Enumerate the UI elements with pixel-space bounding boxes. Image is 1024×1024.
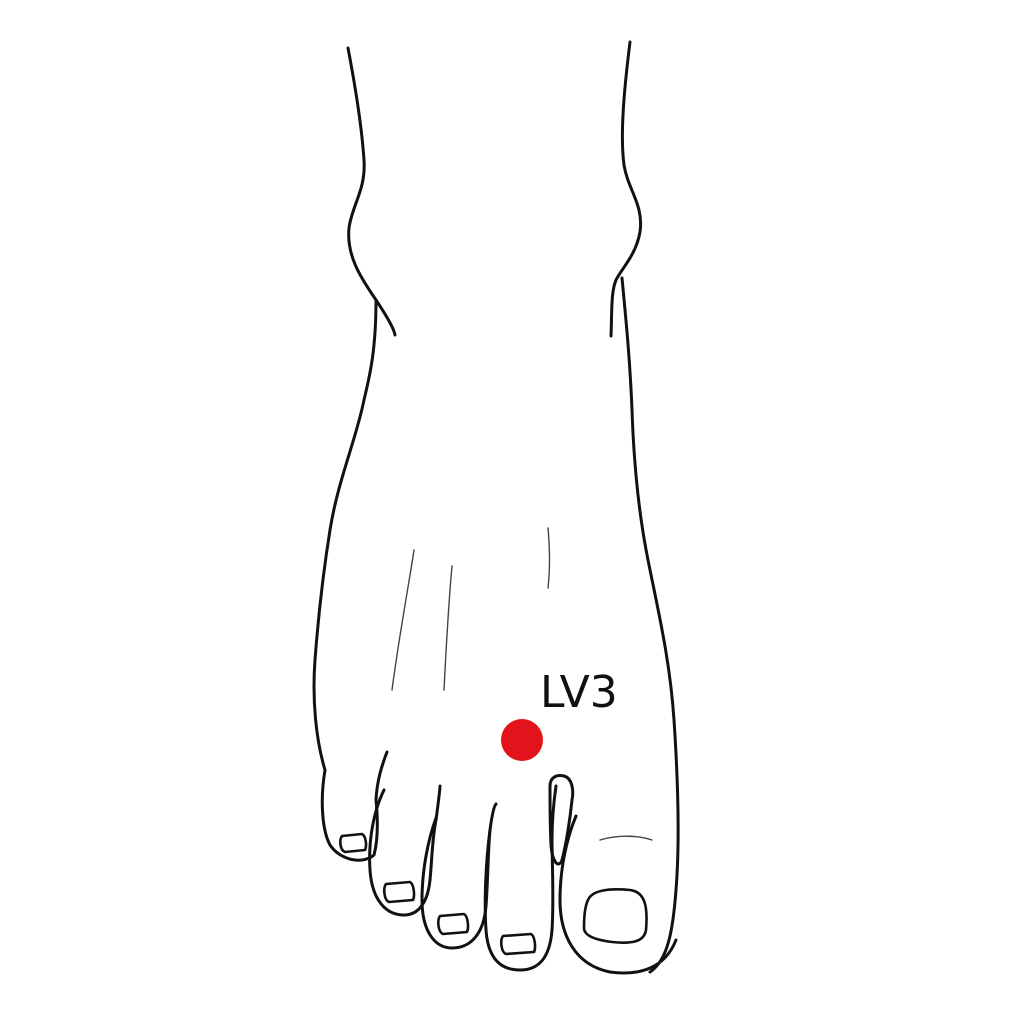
leg-left-outline — [348, 48, 395, 335]
tendon-line — [444, 566, 452, 690]
little-toe-nail — [340, 834, 366, 852]
acupoint-marker[interactable] — [501, 719, 543, 761]
foot-right-outline — [622, 278, 678, 972]
acupoint-label: LV3 — [540, 667, 618, 718]
fourth-toe-nail — [384, 882, 414, 902]
big-toe-nail — [584, 889, 647, 942]
third-toe-nail — [438, 914, 468, 934]
tendon-line — [548, 528, 550, 588]
big-toe-crease — [600, 836, 652, 840]
leg-right-outline — [611, 42, 641, 336]
second-toe-nail — [501, 934, 535, 954]
tendon-line — [392, 550, 414, 690]
foot-left-outline — [314, 300, 376, 770]
